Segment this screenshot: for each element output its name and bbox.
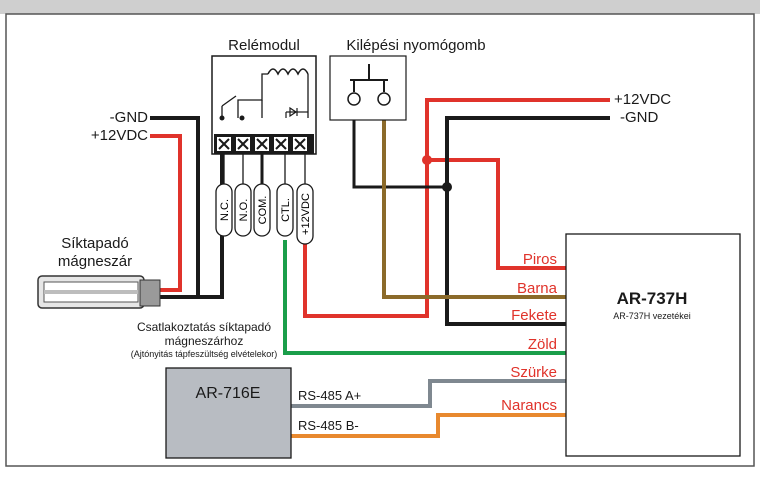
- outer-frame: [5, 13, 755, 467]
- right-12v-label: +12VDC: [614, 91, 671, 108]
- ar737h-label: AR-737H: [617, 289, 688, 308]
- relay-coil: [219, 68, 309, 121]
- wire-label-zold: Zöld: [528, 336, 557, 353]
- wire-red-to-relay: [303, 160, 429, 318]
- conn-caption-line3: (Ajtónyitás tápfeszültség elvételekor): [131, 349, 278, 359]
- rs485a-label: RS-485 A+: [298, 388, 361, 403]
- term-12v-label: +12VDC: [300, 193, 312, 235]
- wire-szurke: [291, 379, 590, 408]
- wire-left-12v: [150, 134, 182, 292]
- conn-caption-line2: mágneszárhoz: [165, 334, 244, 348]
- wire-label-barna: Barna: [517, 280, 558, 297]
- wire-label-szurke: Szürke: [510, 364, 557, 381]
- relay-terminal-strip: [214, 134, 314, 154]
- wire-narancs: [291, 413, 590, 438]
- red-junction: [422, 155, 432, 165]
- wire-left-gnd: [150, 116, 224, 299]
- wire-barna: [382, 106, 590, 299]
- wire-label-fekete: Fekete: [511, 307, 557, 324]
- wire-piros: [425, 98, 610, 270]
- wire-fekete: [445, 116, 610, 326]
- left-gnd-label: -GND: [110, 109, 148, 126]
- lock-title-line2: mágneszár: [58, 253, 132, 270]
- ar716e-box: [165, 367, 292, 459]
- ar737h-sub: AR-737H vezetékei: [613, 311, 691, 321]
- magnetic-lock-icon: [37, 275, 161, 309]
- ar737h-box: [565, 233, 741, 457]
- wire-button-gnd: [352, 106, 447, 189]
- term-nc-label: N.C.: [219, 199, 231, 221]
- wire-label-narancs: Narancs: [501, 397, 557, 414]
- black-junction: [442, 182, 452, 192]
- wire-zold: [283, 240, 590, 355]
- rs485b-label: RS-485 B-: [298, 418, 359, 433]
- relay-title: Relémodul: [228, 37, 300, 54]
- conn-caption-line1: Csatlakoztatás síktapadó: [137, 320, 271, 334]
- push-button-icon: [347, 64, 391, 106]
- wire-label-piros: Piros: [523, 251, 557, 268]
- ar716e-label: AR-716E: [196, 385, 261, 402]
- terminal-leads: [223, 154, 306, 184]
- left-12v-label: +12VDC: [91, 127, 148, 144]
- terminal-tags: [215, 183, 314, 245]
- term-com-label: COM.: [257, 196, 269, 225]
- exit-button-title: Kilépési nyomógomb: [346, 37, 485, 54]
- term-ctl-label: CTL.: [280, 198, 292, 222]
- term-no-label: N.O.: [238, 199, 250, 222]
- top-band: [0, 0, 760, 14]
- right-gnd-label: -GND: [620, 109, 658, 126]
- lock-title-line1: Síktapadó: [61, 235, 129, 252]
